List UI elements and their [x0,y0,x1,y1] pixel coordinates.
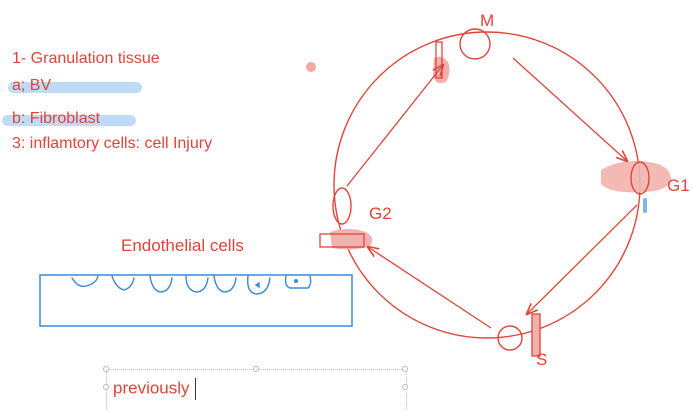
resize-handle-top-right[interactable] [402,366,408,372]
phase-label-s: S [536,350,547,370]
endothelial-cell-2 [112,276,134,290]
endothelial-cell-1 [72,276,98,286]
endothelial-nucleus [294,279,298,283]
arrow-g2-to-m [347,65,443,186]
endothelial-cell-7 [286,276,311,288]
endothelial-cell-3 [150,276,172,292]
text-caret [195,378,196,400]
stray-dot [306,62,316,72]
endothelial-box [40,275,352,326]
phase-label-g1: G1 [667,176,690,196]
arrow-s-to-g2 [368,247,491,328]
g1-smudge [601,161,671,192]
resize-handle-middle-left[interactable] [103,384,109,390]
phase-label-m: M [480,11,494,31]
m-phase-marker [460,29,490,59]
label-endothelial-cells: Endothelial cells [121,236,244,256]
text-box[interactable]: previously [103,366,408,410]
resize-handle-middle-right[interactable] [402,384,408,390]
text-box-value: previously [113,378,190,397]
cell-cycle-circle [334,32,640,338]
endothelial-cell-4 [186,276,208,292]
arrow-m-to-g1 [513,58,627,161]
endothelial-cell-5 [214,276,236,292]
resize-handle-top-center[interactable] [253,366,259,372]
endothelial-cell-shapes [72,276,311,294]
resize-handle-top-left[interactable] [103,366,109,372]
phase-label-g2: G2 [369,204,392,224]
endothelial-nucleus-2 [256,283,259,287]
text-box-content[interactable]: previously [113,378,196,400]
